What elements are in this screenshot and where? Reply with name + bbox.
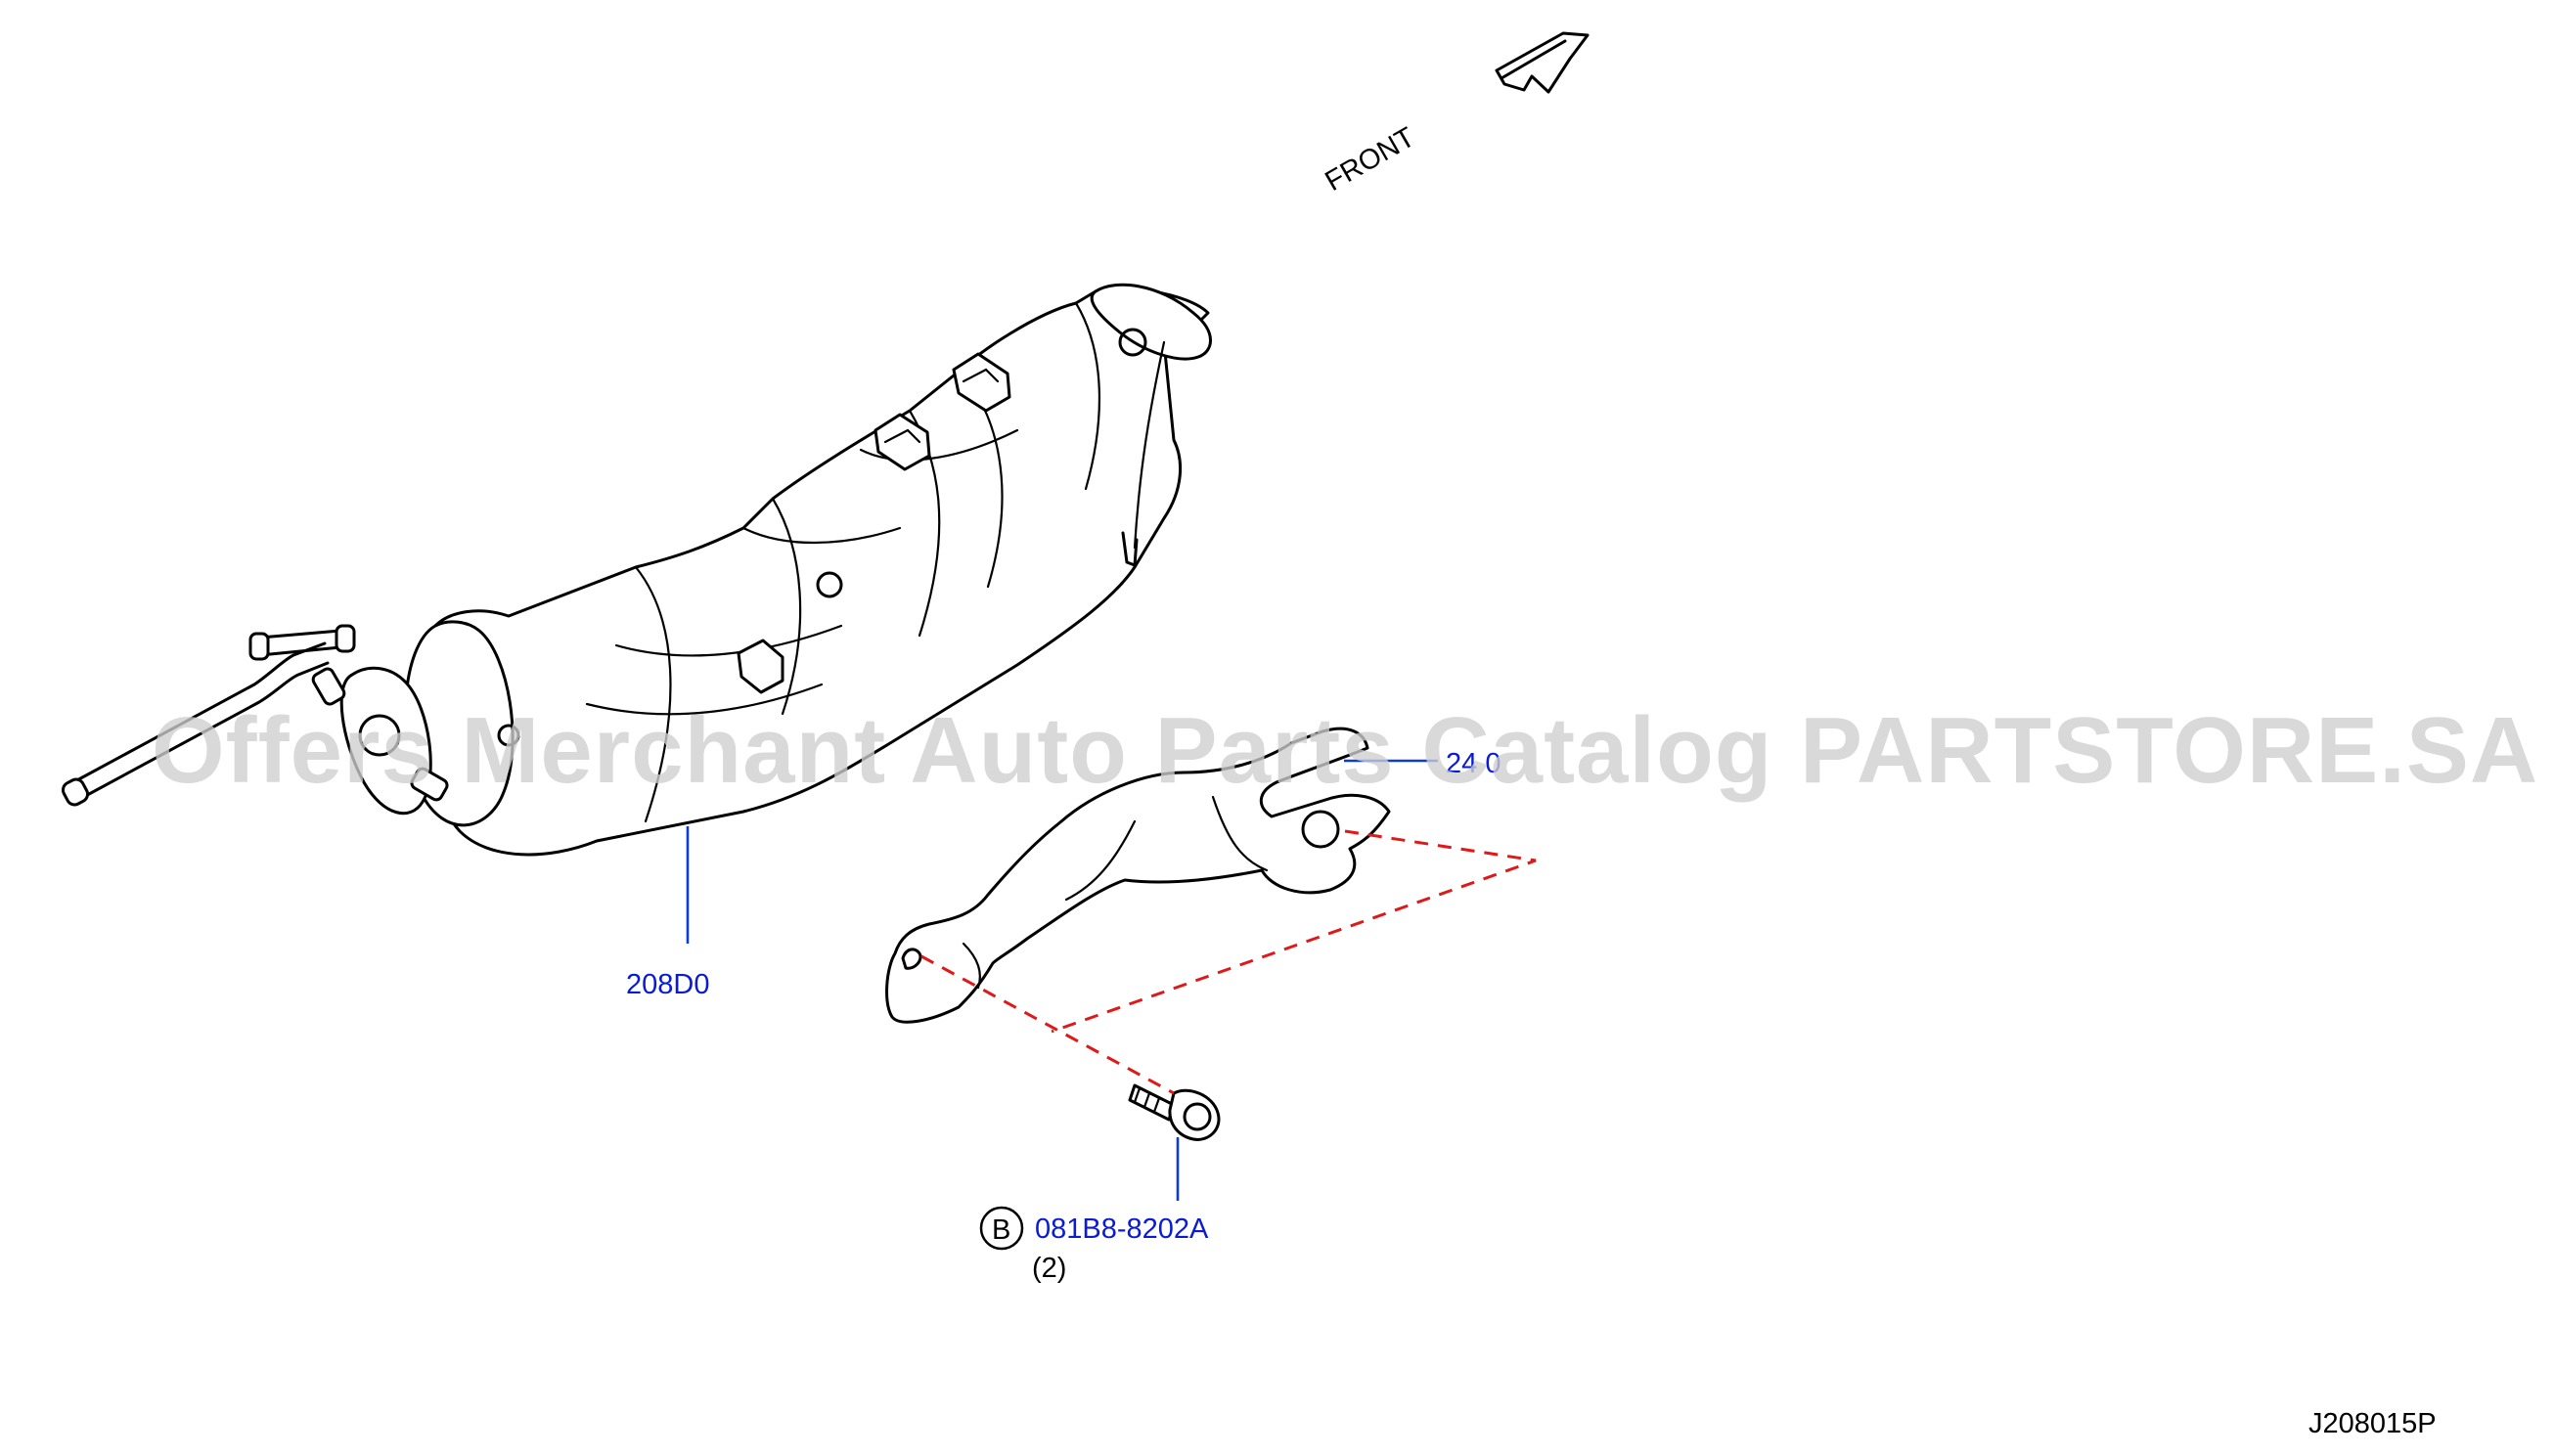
callout-bolt-qty: (2)	[1032, 1253, 1066, 1284]
sensor-tube	[61, 624, 356, 807]
callout-bracket[interactable]: 24 0	[1446, 748, 1501, 779]
drawing-number: J208015P	[2308, 1408, 2437, 1439]
watermark-text: Offers Merchant Auto Parts Catalog PARTS…	[152, 698, 2538, 803]
mounting-bracket	[885, 727, 1391, 1024]
callout-catalyst[interactable]: 208D0	[626, 969, 709, 1000]
callout-badge-letter: B	[992, 1214, 1010, 1246]
assembly-guides	[920, 829, 1537, 1095]
callout-badge: B	[979, 1206, 1024, 1251]
front-arrow-icon	[1495, 31, 1590, 94]
catalytic-converter	[311, 283, 1212, 857]
front-label: FRONT	[1321, 121, 1421, 198]
bolt-icon	[1128, 1083, 1221, 1141]
callout-bolt[interactable]: 081B8-8202A	[1035, 1213, 1209, 1245]
